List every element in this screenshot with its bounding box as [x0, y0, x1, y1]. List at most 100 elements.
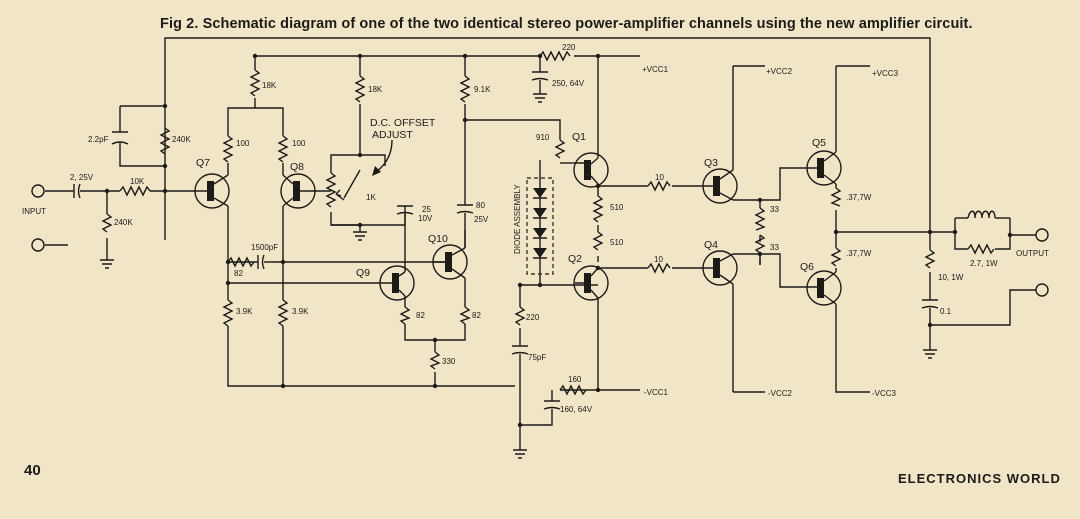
label-dc-offset: D.C. OFFSET [370, 117, 436, 129]
label-r-in-series: 10K [130, 177, 145, 186]
label-c-80v: 25V [474, 215, 489, 224]
label-r-e5: .37,7W [846, 193, 872, 202]
resistor-33-a [754, 207, 766, 231]
resistor-18k-b [354, 75, 366, 103]
label-r-33b: 33 [770, 243, 779, 252]
input-terminal-signal [31, 184, 45, 198]
label-pot: 1K [366, 193, 376, 202]
label-c-25v: 10V [418, 214, 433, 223]
potentiometer-1k [325, 172, 337, 208]
resistor-910 [554, 139, 566, 159]
output-terminal-hot [1035, 228, 1049, 242]
label-r-q7: 100 [236, 139, 250, 148]
label-q2: Q2 [568, 253, 582, 265]
label-q8: Q8 [290, 161, 304, 173]
label-c-1500: 1500pF [251, 243, 278, 252]
label-q10: Q10 [428, 233, 448, 245]
resistor-10-b3 [647, 180, 671, 192]
label-c-fb: 2.2pF [88, 135, 109, 144]
resistor-10-b4 [647, 262, 671, 274]
label-r-col-b: 18K [368, 85, 383, 94]
label-vcc3-neg: -VCC3 [872, 389, 897, 398]
label-r-in-shunt: 240K [114, 218, 133, 227]
page-number: 40 [24, 462, 41, 479]
resistor-18k-a [249, 69, 261, 97]
resistor-330 [429, 351, 441, 370]
label-r-82c: 82 [472, 311, 481, 320]
resistor-510-a [592, 195, 604, 223]
resistor-100-a [222, 135, 234, 163]
label-q9: Q9 [356, 267, 370, 279]
resistor-220 [514, 306, 526, 326]
label-vcc2-pos: +VCC2 [766, 67, 793, 76]
transistors [193, 150, 842, 306]
transistor-q3 [702, 168, 738, 204]
label-r-510a: 510 [610, 203, 624, 212]
resistor-33-b [754, 234, 766, 254]
label-r-b4: 10 [654, 255, 663, 264]
label-c-in: 2, 25V [70, 173, 94, 182]
label-r-q8: 100 [292, 139, 306, 148]
resistor-2-7-1w [967, 243, 995, 255]
label-r-82a: 82 [234, 269, 243, 278]
label-r-b3: 10 [655, 173, 664, 182]
transistor-q6 [806, 270, 842, 306]
resistor-9k1 [459, 75, 471, 103]
resistor-240k-in [101, 213, 113, 233]
output-terminal-return [1035, 283, 1049, 297]
label-r-82b: 82 [416, 311, 425, 320]
output-inductor [967, 210, 996, 219]
label-c-160: 160, 64V [560, 405, 593, 414]
transistor-q1 [573, 152, 609, 188]
resistor-3k9-a [222, 299, 234, 327]
label-q4: Q4 [704, 239, 718, 251]
label-r-39b: 3.9K [292, 307, 309, 316]
label-r-330: 330 [442, 357, 456, 366]
resistor-82-a [399, 306, 411, 325]
transistor-q5 [806, 150, 842, 186]
resistor-037-b [830, 247, 842, 267]
resistor-10k [119, 185, 151, 197]
label-r-33a: 33 [770, 205, 779, 214]
label-r-910: 910 [536, 133, 550, 142]
input-label: INPUT [22, 207, 46, 216]
transistor-q8 [280, 173, 316, 209]
label-r-rail: 220 [562, 43, 576, 52]
transistor-q10 [432, 244, 468, 280]
label-r-510b: 510 [610, 238, 624, 247]
label-q5: Q5 [812, 137, 826, 149]
label-q3: Q3 [704, 157, 718, 169]
label-r-out: 2.7, 1W [970, 259, 998, 268]
resistor-3k9-b [277, 299, 289, 327]
label-c-rail-top: 250, 64V [552, 79, 585, 88]
label-c-25: 25 [422, 205, 431, 214]
label-diode-assembly: DIODE ASSEMBLY [513, 184, 522, 254]
resistor-82-c [227, 256, 255, 268]
figure-caption: Fig 2. Schematic diagram of one of the t… [160, 16, 973, 32]
label-c-80: 80 [476, 201, 485, 210]
labels: INPUT OUTPUT +VCC1 +VCC2 +VCC3 -VCC1 -VC… [22, 43, 1049, 414]
label-r-zobel: 10, 1W [938, 273, 964, 282]
transistor-q2 [573, 265, 609, 301]
resistor-10-1w [924, 249, 936, 269]
label-r-col-a: 18K [262, 81, 277, 90]
label-vcc1-pos: +VCC1 [642, 65, 669, 74]
output-label: OUTPUT [1016, 249, 1049, 258]
label-r-top-c: 9.1K [474, 85, 491, 94]
transistor-q4 [702, 250, 738, 286]
transistor-q9 [379, 265, 415, 301]
label-q1: Q1 [572, 131, 586, 143]
label-q7: Q7 [196, 157, 210, 169]
resistor-160 [559, 384, 587, 396]
resistors [101, 50, 995, 396]
input-terminal-ground [31, 238, 45, 252]
capacitors [73, 71, 939, 413]
label-vcc2-neg: -VCC2 [768, 389, 793, 398]
label-vcc1-neg: -VCC1 [644, 388, 669, 397]
resistor-037-a [830, 187, 842, 207]
resistor-220-rail [539, 50, 571, 62]
resistor-82-b [459, 306, 471, 325]
label-r-220b: 220 [526, 313, 540, 322]
